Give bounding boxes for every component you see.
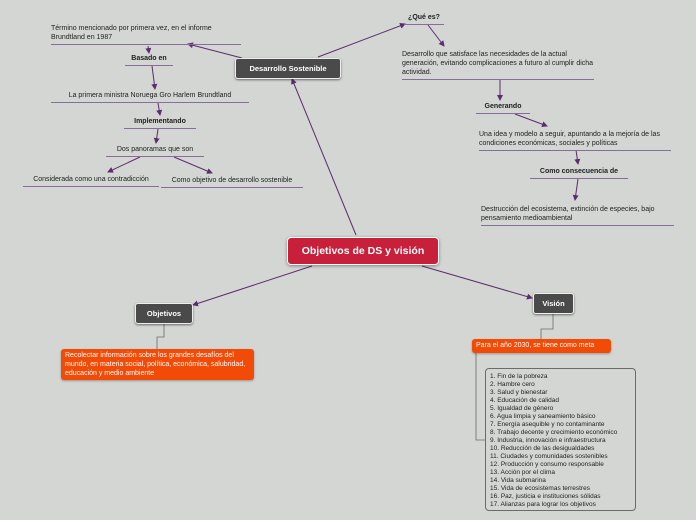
link-generando-idea (514, 113, 548, 128)
link-idea-consecuencia (574, 149, 581, 165)
ods-item: 16. Paz, justicia e instituciones sólida… (490, 493, 601, 500)
que-es-label[interactable]: ¿Qué es? (404, 13, 444, 25)
link-quees-definicion (427, 24, 445, 47)
ods-item: 8. Trabajo decente y crecimiento económi… (490, 429, 618, 436)
desarrollo-sostenible-node[interactable]: Desarrollo Sostenible (235, 58, 341, 79)
link-panoramas-contradiccion (107, 156, 141, 173)
definicion-text[interactable]: Desarrollo que satisface las necesidades… (402, 50, 594, 80)
link-implementando-panoramas (153, 128, 160, 144)
ods-list[interactable]: 1. Fin de la pobreza 2. Hambre cero 3. S… (485, 368, 636, 511)
ods-item: 7. Energía asequible y no contaminante (490, 421, 605, 428)
ods-item: 10. Reducción de las desigualdades (490, 445, 595, 452)
ods-item: 5. Igualdad de género (490, 405, 554, 412)
ods-item: 1. Fin de la pobreza (490, 373, 548, 380)
objetivos-descripcion[interactable]: Recolectar información sobre los grandes… (61, 349, 254, 380)
ods-item: 4. Educación de calidad (490, 397, 560, 404)
link-desarrollo-quees (317, 22, 406, 58)
implementando-label[interactable]: Implementando (124, 117, 196, 129)
ods-item: 11. Ciudades y comunidades sostenibles (490, 453, 608, 460)
consecuencia-label[interactable]: Como consecuencia de (530, 167, 628, 179)
vision-meta[interactable]: Para el año 2030, se tiene como meta (472, 339, 611, 353)
generando-label[interactable]: Generando (476, 102, 530, 114)
ods-item: 15. Vida de ecosistemas terrestres (490, 485, 590, 492)
ods-item: 17. Alianzas para lograr los objetivos (490, 501, 596, 508)
vision-node[interactable]: Visión (533, 293, 574, 314)
panoramas-text[interactable]: Dos panoramas que son (106, 145, 204, 157)
link-central-desarrollo (291, 78, 357, 236)
link-meta-list (475, 352, 485, 441)
link-central-vision (421, 265, 533, 300)
link-panoramas-objetivo (173, 156, 213, 174)
termino-text[interactable]: Término mencionado por primera vez, en e… (51, 24, 241, 45)
link-consecuencia-destruccion (572, 178, 579, 201)
link-basado-ministra (151, 65, 158, 90)
objetivos-node[interactable]: Objetivos (135, 303, 193, 324)
link-desarrollo-termino (187, 42, 243, 59)
destruccion-text[interactable]: Destrucción del ecosistema, extinción de… (481, 205, 674, 226)
link-termino-basado (145, 45, 152, 54)
link-vision-meta (540, 314, 554, 339)
link-ministra-implementando (156, 102, 163, 116)
ods-item: 12. Producción y consumo responsable (490, 461, 604, 468)
ods-item: 2. Hambre cero (490, 381, 535, 388)
ministra-text[interactable]: La primera ministra Noruega Gro Harlem B… (51, 91, 249, 103)
ods-item: 3. Salud y bienestar (490, 389, 548, 396)
ods-item: 6. Agua limpia y saneamiento básico (490, 413, 596, 420)
link-objetivos-descripcion (156, 324, 165, 349)
link-central-objetivos (192, 265, 313, 307)
basado-en-label[interactable]: Basado en (125, 54, 173, 66)
objetivo-ds-text[interactable]: Como objetivo de desarrollo sostenible (161, 176, 303, 188)
ods-item: 13. Acción por el clima (490, 469, 556, 476)
ods-item: 14. Vida submarina (490, 477, 546, 484)
contradiccion-text[interactable]: Considerada como una contradicción (23, 175, 159, 187)
idea-text[interactable]: Una idea y modelo a seguir, apuntando a … (479, 130, 671, 151)
central-topic[interactable]: Objetivos de DS y visión (287, 237, 439, 265)
ods-item: 9. Industria, innovación e infraestructu… (490, 437, 606, 444)
